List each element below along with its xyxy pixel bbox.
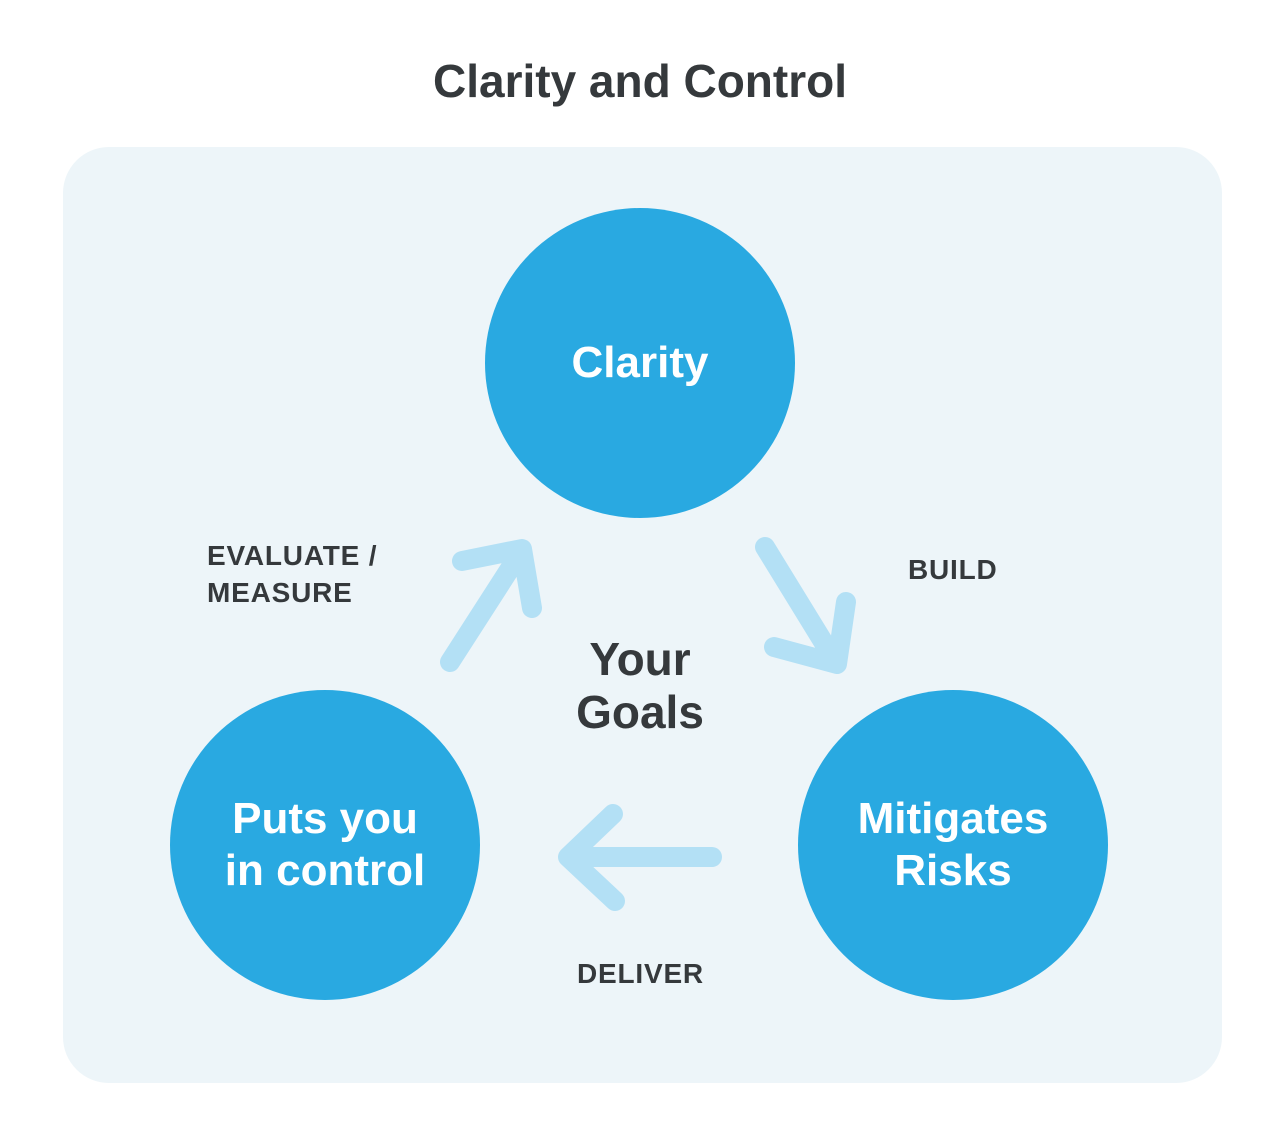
page-title: Clarity and Control — [432, 55, 848, 107]
node-mitigates-risks-label: Mitigates Risks — [857, 794, 1049, 895]
edge-label-deliver: DELIVER — [577, 958, 704, 989]
deliver-arrow-icon — [558, 804, 722, 911]
node-puts-you-in-control-label: Puts you in control — [224, 794, 426, 895]
edge-label-evaluate-measure: EVALUATE / MEASURE — [207, 540, 378, 608]
node-puts-you-in-control: Puts you in control — [170, 690, 480, 1000]
center-goals-label: Your Goals — [576, 633, 704, 739]
cycle-panel: Clarity Puts you in control Mitigates Ri… — [63, 147, 1222, 1083]
node-clarity: Clarity — [485, 208, 795, 518]
evaluate-measure-arrow-icon — [440, 539, 542, 672]
edge-label-build: BUILD — [908, 554, 998, 585]
build-arrow-icon — [755, 537, 856, 674]
cycle-arrows — [440, 537, 856, 911]
node-mitigates-risks: Mitigates Risks — [798, 690, 1108, 1000]
node-clarity-label: Clarity — [571, 338, 709, 388]
